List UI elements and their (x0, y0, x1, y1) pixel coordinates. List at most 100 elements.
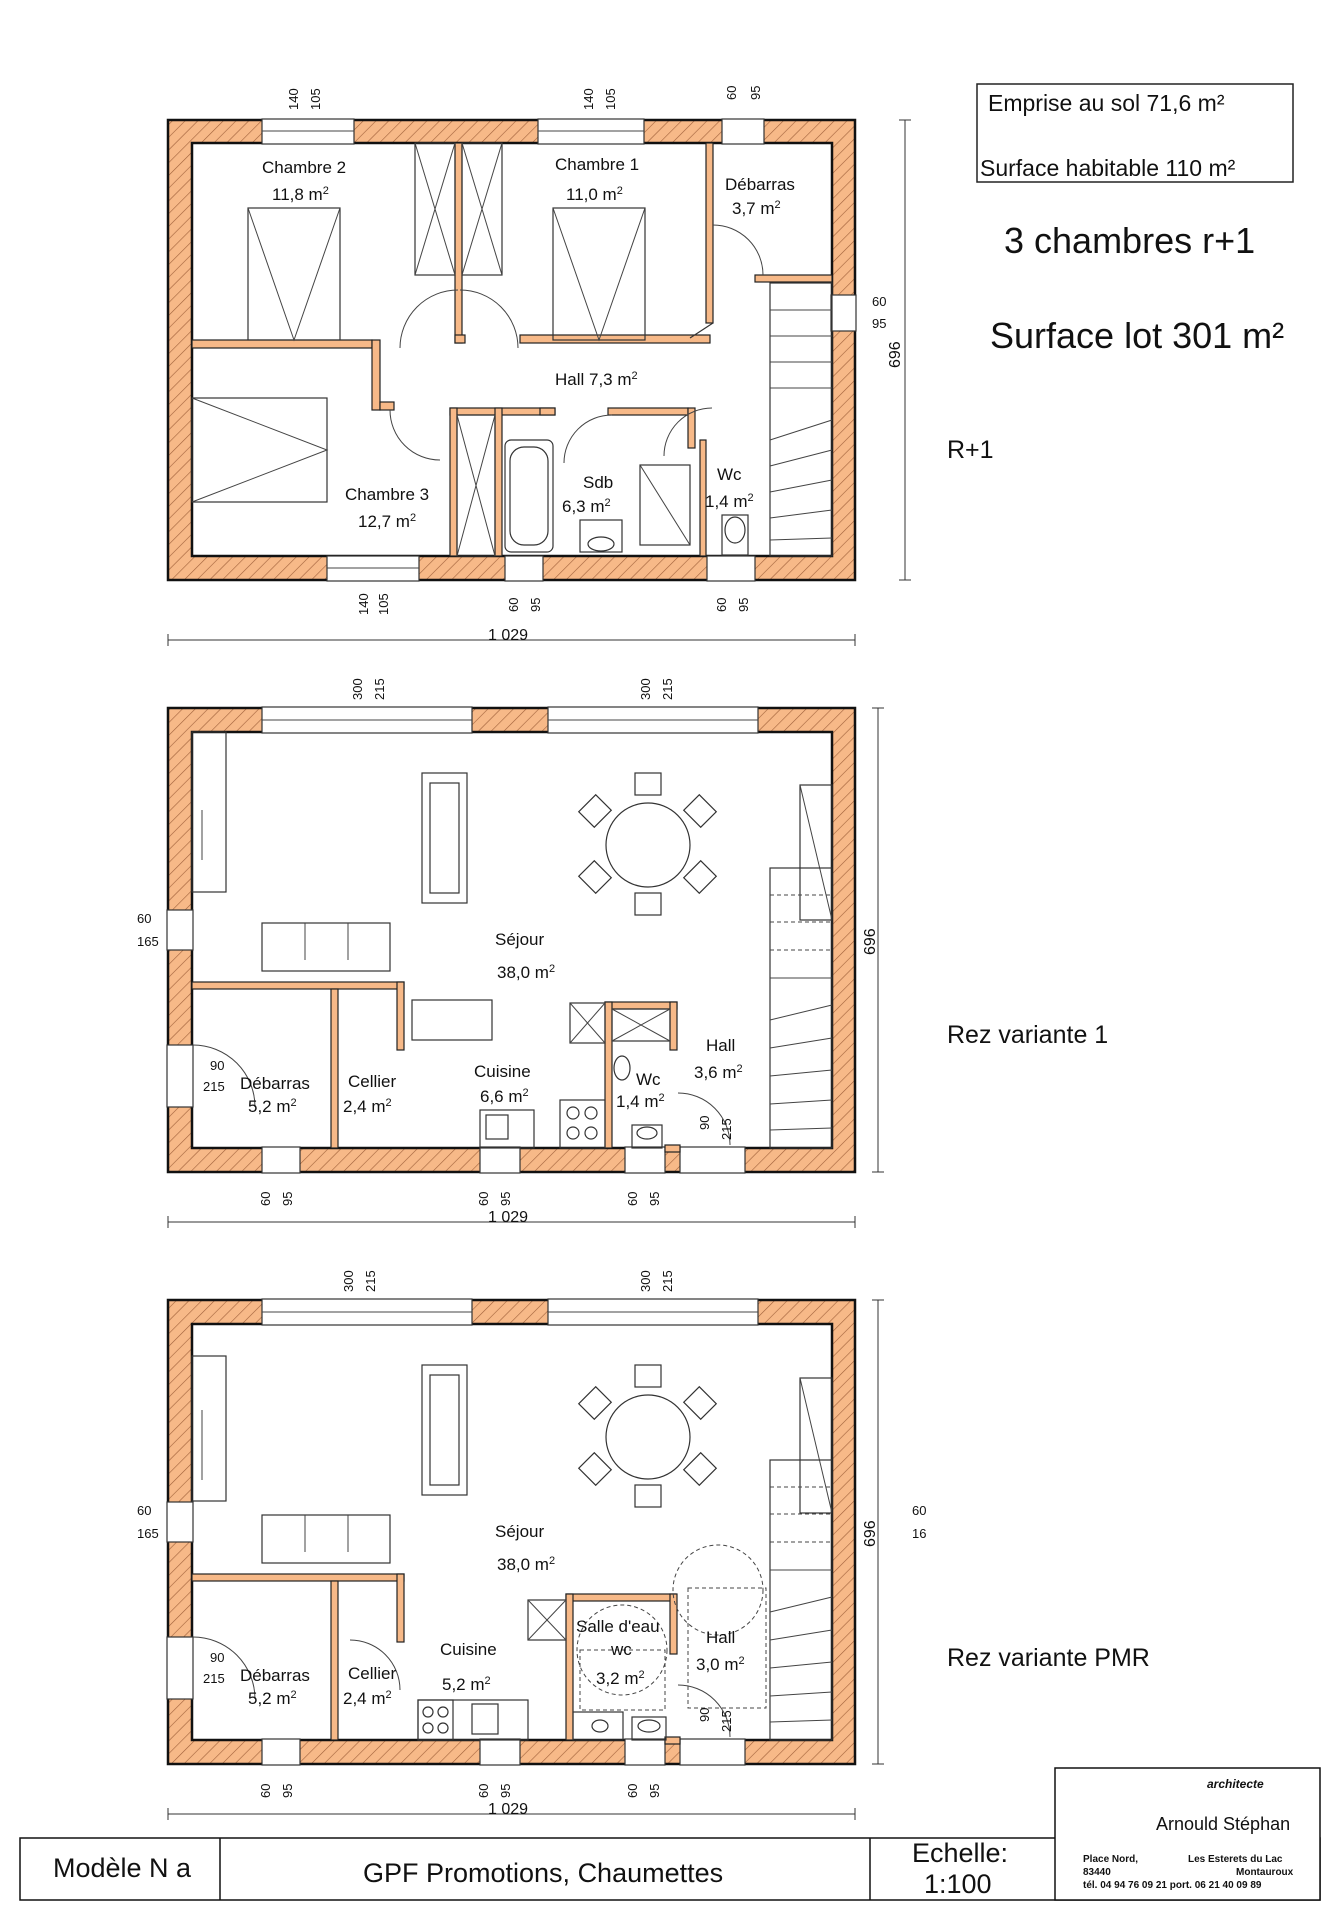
r1-width-dim: 1 029 (488, 627, 528, 644)
svg-text:105: 105 (308, 88, 323, 110)
pmr-room-sejour: Séjour (495, 1522, 544, 1541)
r1-room-chambre1: Chambre 1 (555, 155, 639, 174)
svg-text:215: 215 (372, 678, 387, 700)
svg-text:60: 60 (506, 598, 521, 612)
emprise-text: Emprise au sol 71,6 m² (988, 90, 1225, 116)
rez1-room-wc: Wc (636, 1070, 661, 1089)
architecte-label: architecte (1207, 1777, 1264, 1791)
svg-text:60: 60 (137, 911, 151, 926)
rez1-label: Rez variante 1 (947, 1021, 1108, 1049)
svg-text:105: 105 (376, 593, 391, 615)
svg-text:90: 90 (697, 1116, 712, 1130)
pmr-width-dim: 1 029 (488, 1801, 528, 1818)
svg-text:95: 95 (280, 1192, 295, 1206)
r1-label: R+1 (947, 436, 994, 464)
svg-text:90: 90 (210, 1650, 224, 1665)
r1-area-chambre3: 12,7 m2 (358, 512, 416, 531)
chambres-text: 3 chambres r+1 (1004, 220, 1255, 261)
r1-area-debarras: 3,7 m2 (732, 199, 781, 218)
pmr-depth-dim: 696 (862, 1520, 879, 1547)
svg-text:60: 60 (872, 294, 886, 309)
surface-habitable-text: Surface habitable 110 m² (980, 155, 1236, 181)
svg-text:60: 60 (625, 1784, 640, 1798)
pmr-area-cuisine: 5,2 m2 (442, 1675, 491, 1694)
rez1-area-cuisine: 6,6 m2 (480, 1087, 529, 1106)
rez1-room-cuisine: Cuisine (474, 1062, 531, 1081)
svg-text:215: 215 (719, 1118, 734, 1140)
svg-text:140: 140 (286, 88, 301, 110)
pmr-area-debarras: 5,2 m2 (248, 1689, 297, 1708)
plan-r1: Chambre 2 11,8 m2 Chambre 1 11,0 m2 Déba… (166, 86, 994, 646)
rez1-room-cellier: Cellier (348, 1072, 397, 1091)
pmr-room-debarras: Débarras (240, 1666, 310, 1685)
svg-text:215: 215 (660, 678, 675, 700)
svg-text:Place Nord,: Place Nord, (1083, 1854, 1138, 1865)
rez1-entry-door (679, 1146, 746, 1174)
svg-text:60: 60 (714, 598, 729, 612)
svg-text:Montauroux: Montauroux (1236, 1867, 1294, 1878)
rez1-area-cellier: 2,4 m2 (343, 1097, 392, 1116)
architect-name: Arnould Stéphan (1156, 1814, 1290, 1834)
pmr-area-hall: 3,0 m2 (696, 1655, 745, 1674)
r1-window-sdb (504, 555, 544, 582)
svg-text:300: 300 (341, 1270, 356, 1292)
surface-lot-text: Surface lot 301 m² (990, 315, 1284, 356)
svg-text:300: 300 (638, 1270, 653, 1292)
pmr-area-salle-eau: 3,2 m2 (596, 1669, 645, 1688)
pmr-area-sejour: 38,0 m2 (497, 1555, 555, 1574)
svg-text:105: 105 (603, 88, 618, 110)
rez1-room-sejour: Séjour (495, 930, 544, 949)
pmr-room-cuisine: Cuisine (440, 1640, 497, 1659)
rez1-room-debarras: Débarras (240, 1074, 310, 1093)
r1-room-chambre2: Chambre 2 (262, 158, 346, 177)
svg-text:60: 60 (912, 1503, 926, 1518)
svg-text:165: 165 (137, 934, 159, 949)
pmr-room-hall: Hall (706, 1628, 735, 1647)
r1-window-debarras (721, 118, 765, 145)
rez1-area-debarras: 5,2 m2 (248, 1097, 297, 1116)
plan-rez-pmr: Séjour 38,0 m2 Débarras 5,2 m2 Cellier 2… (137, 1270, 1150, 1820)
svg-text:95: 95 (498, 1784, 513, 1798)
svg-text:60: 60 (476, 1784, 491, 1798)
r1-room-hall: Hall 7,3 m2 (555, 370, 638, 389)
pmr-room-cellier: Cellier (348, 1664, 397, 1683)
echelle-value: 1:100 (924, 1869, 992, 1899)
r1-room-wc: Wc (717, 465, 742, 484)
svg-text:60: 60 (137, 1503, 151, 1518)
rez1-room-hall: Hall (706, 1036, 735, 1055)
model-text: Modèle N a (53, 1853, 192, 1883)
title-block: Modèle N a GPF Promotions, Chaumettes Ec… (19, 1767, 1321, 1901)
r1-depth-dim: 696 (887, 341, 904, 368)
rez1-window-side (166, 909, 194, 951)
svg-text:140: 140 (356, 593, 371, 615)
architect-phone: tél. 04 94 76 09 21 port. 06 21 40 09 89 (1083, 1880, 1262, 1891)
pmr-room-salle-eau-wc: wc (610, 1640, 632, 1659)
rez1-area-hall: 3,6 m2 (694, 1063, 743, 1082)
svg-text:90: 90 (697, 1708, 712, 1722)
svg-text:60: 60 (724, 86, 739, 100)
r1-area-sdb: 6,3 m2 (562, 497, 611, 516)
svg-text:215: 215 (203, 1079, 225, 1094)
svg-text:215: 215 (660, 1270, 675, 1292)
plan-rez-variante1: Séjour 38,0 m2 Débarras 5,2 m2 Cellier 2… (137, 678, 1108, 1228)
svg-text:95: 95 (872, 316, 886, 331)
svg-text:140: 140 (581, 88, 596, 110)
rez1-area-sejour: 38,0 m2 (497, 963, 555, 982)
r1-window-wc (706, 555, 756, 582)
svg-text:95: 95 (280, 1784, 295, 1798)
svg-text:60: 60 (258, 1192, 273, 1206)
svg-text:60: 60 (625, 1192, 640, 1206)
svg-text:95: 95 (748, 86, 763, 100)
svg-text:215: 215 (719, 1710, 734, 1732)
svg-text:16: 16 (912, 1526, 926, 1541)
svg-text:300: 300 (350, 678, 365, 700)
surface-info-box (976, 83, 1294, 183)
project-text: GPF Promotions, Chaumettes (363, 1858, 723, 1888)
pmr-area-cellier: 2,4 m2 (343, 1689, 392, 1708)
r1-area-chambre1: 11,0 m2 (566, 185, 623, 204)
svg-text:95: 95 (528, 598, 543, 612)
r1-window-stair (830, 294, 857, 332)
svg-text:215: 215 (203, 1671, 225, 1686)
rez1-width-dim: 1 029 (488, 1209, 528, 1226)
